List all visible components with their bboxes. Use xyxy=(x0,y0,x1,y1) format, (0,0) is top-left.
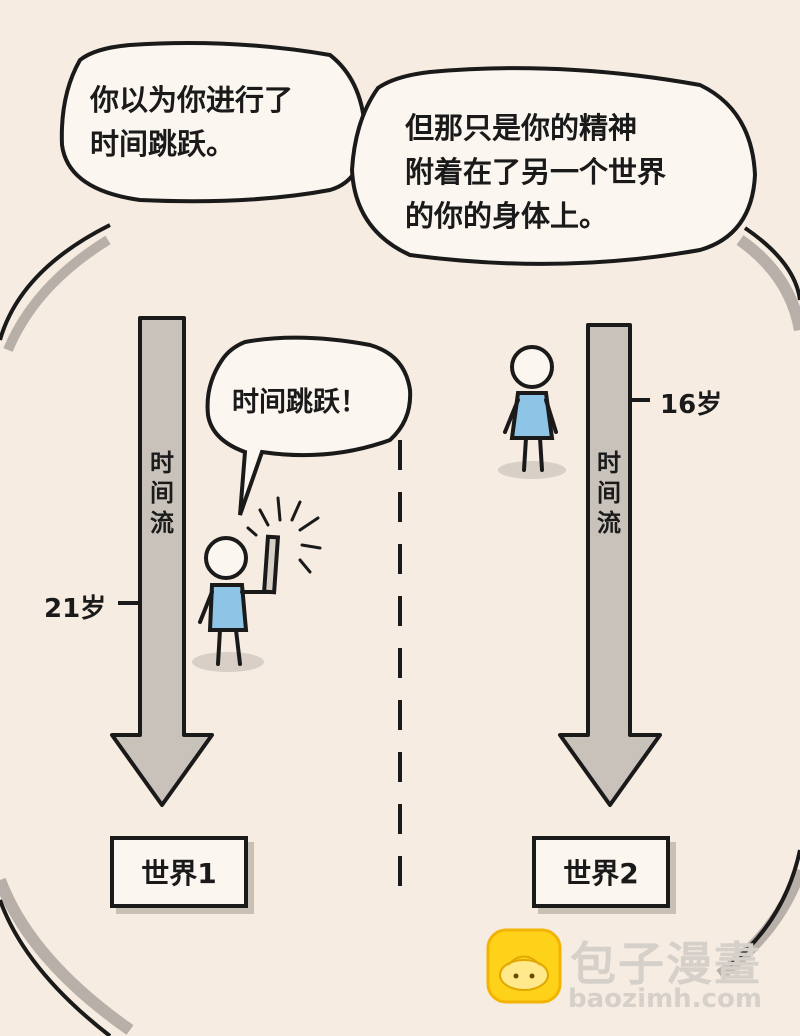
speech-bubble-right xyxy=(349,66,758,266)
speech-bubble-small xyxy=(205,335,413,516)
time-arrow-right xyxy=(558,323,662,807)
flash-lines-icon xyxy=(246,496,322,574)
bubble-right-line-1: 但那只是你的精神 xyxy=(405,111,638,145)
age-label-left: 21岁 xyxy=(44,594,107,624)
baozi-logo-icon xyxy=(486,928,562,1004)
bubble-right-line-3: 的你的身体上。 xyxy=(405,199,609,233)
stick-figure-left xyxy=(192,496,322,672)
watermark-url: baozimh.com xyxy=(568,984,762,1014)
bubble-right-line-2: 附着在了另一个世界 xyxy=(405,155,667,189)
arc-upper-left xyxy=(0,223,111,341)
bubble-left-text: 你以为你进行了 时间跳跃。 xyxy=(90,78,293,166)
age-label-right: 16岁 xyxy=(660,390,723,420)
arc-lower-left xyxy=(0,877,134,1035)
bubble-left-line-1: 你以为你进行了 xyxy=(90,83,294,117)
flow-label-left: 时 间 流 xyxy=(150,449,174,537)
bubble-small-text: 时间跳跃！ xyxy=(232,387,367,418)
world-box-1: 世界1 xyxy=(110,836,248,908)
bubble-right-text: 但那只是你的精神 附着在了另一个世界 的你的身体上。 xyxy=(405,106,666,238)
bubble-left-line-2: 时间跳跃。 xyxy=(90,127,236,161)
arc-upper-right xyxy=(736,235,800,332)
flow-label-right: 时 间 流 xyxy=(597,449,621,537)
world-box-2: 世界2 xyxy=(532,836,670,908)
stick-figure-right xyxy=(498,345,566,479)
watermark-title: 包子漫畫 xyxy=(570,937,762,991)
time-arrow-left xyxy=(110,316,214,807)
